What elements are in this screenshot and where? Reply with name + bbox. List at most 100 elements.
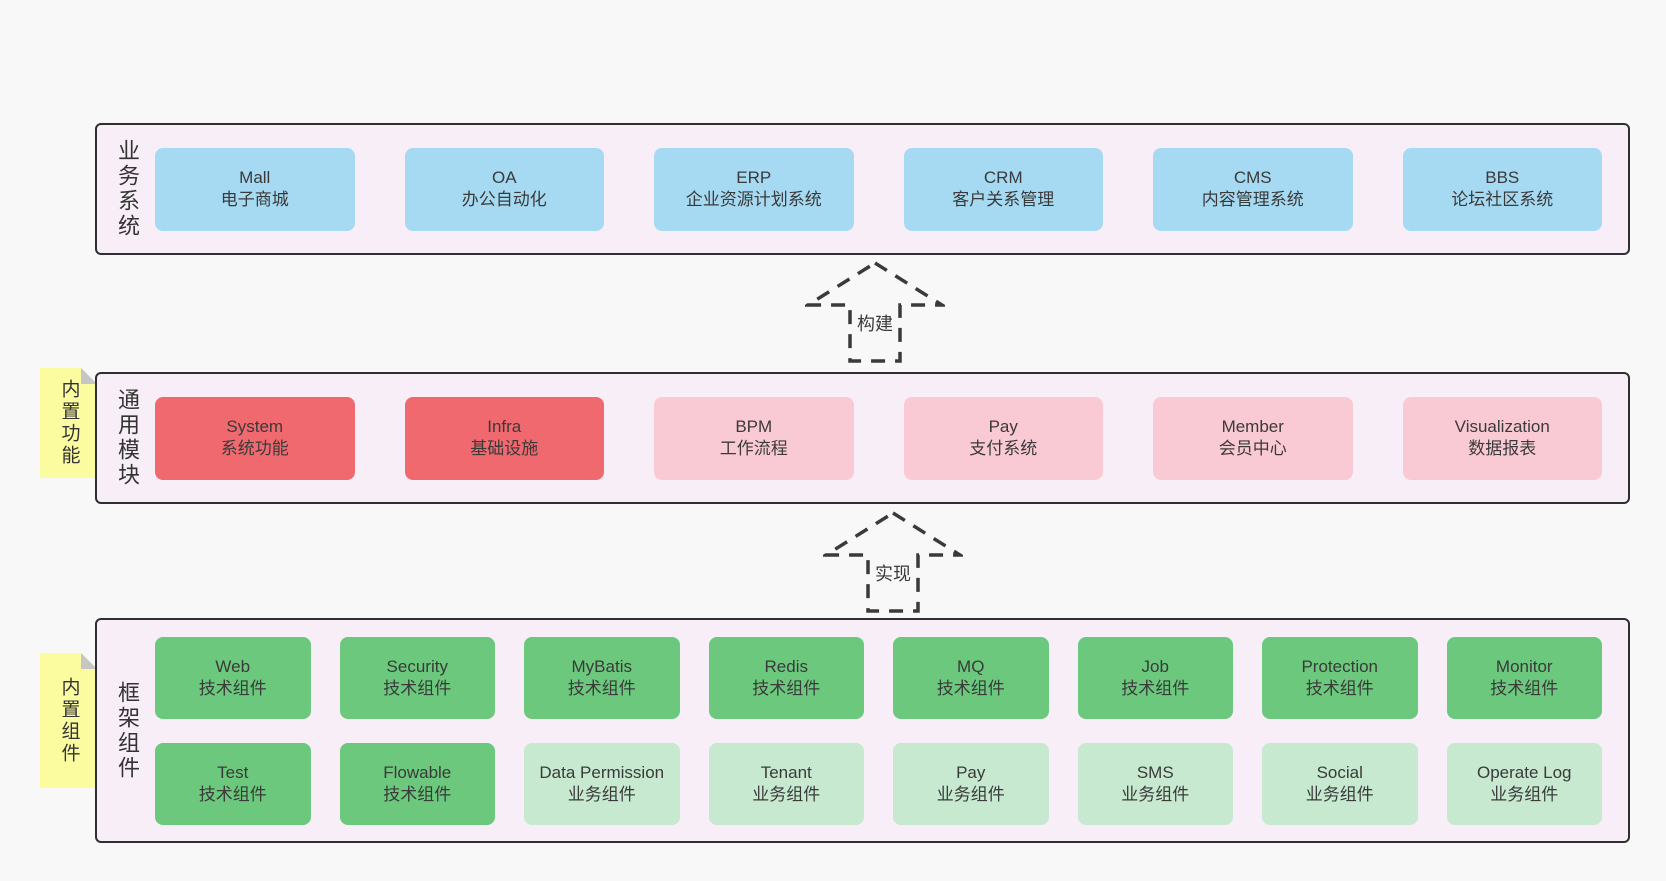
build-arrow: 构建 (805, 260, 945, 364)
band-common-modules: 通用模块 System 系统功能 Infra 基础设施 BPM 工作流程 (95, 372, 1630, 504)
module-box-name: BBS (1485, 168, 1520, 187)
band-label-business-systems: 业务系统 (115, 139, 140, 239)
module-box: Job 技术组件 (1077, 636, 1233, 719)
module-box-name: System (226, 417, 284, 436)
module-box: Flowable 技术组件 (339, 742, 495, 825)
sticky-note-text: 内置组件 (58, 676, 80, 765)
module-box-name: BPM (735, 417, 773, 436)
module-box-name: Social (1316, 762, 1363, 782)
module-box-subtitle: 技术组件 (567, 678, 636, 698)
module-box-name: Monitor (1495, 656, 1553, 676)
module-box-name: Operate Log (1476, 762, 1572, 782)
framework-components-rows: Web 技术组件 Security 技术组件 MyBatis 技术组件 (155, 636, 1602, 825)
module-box-subtitle: 业务组件 (1490, 784, 1559, 804)
module-box-subtitle: 客户关系管理 (952, 190, 1055, 209)
module-box-subtitle: 技术组件 (1305, 678, 1374, 698)
module-box: SMS 业务组件 (1077, 742, 1233, 825)
module-box-name: Protection (1301, 656, 1379, 676)
implement-arrow: 实现 (823, 510, 963, 614)
module-box-subtitle: 技术组件 (752, 678, 821, 698)
module-box: Security 技术组件 (339, 636, 495, 719)
module-box-name: Flowable (383, 762, 452, 782)
module-box-subtitle: 业务组件 (936, 784, 1005, 804)
module-box: MyBatis 技术组件 (524, 636, 680, 719)
module-box-subtitle: 技术组件 (383, 784, 452, 804)
module-box-name: Job (1141, 656, 1169, 676)
module-box-subtitle: 技术组件 (198, 678, 267, 698)
module-box: CRM 客户关系管理 (903, 147, 1103, 231)
band-framework-components: 框架组件 Web 技术组件 Security 技术组件 MyBatis (95, 618, 1630, 843)
module-box-name: Tenant (760, 762, 812, 782)
module-box: CMS 内容管理系统 (1153, 147, 1353, 231)
folded-corner-icon (81, 653, 97, 669)
module-box-name: CRM (983, 168, 1023, 187)
module-box-subtitle: 技术组件 (1121, 678, 1190, 698)
framework-components-row-1: Web 技术组件 Security 技术组件 MyBatis 技术组件 (155, 636, 1602, 719)
module-box: Operate Log 业务组件 (1446, 742, 1602, 825)
module-box: Redis 技术组件 (708, 636, 864, 719)
module-box-name: Test (217, 762, 249, 782)
module-box-subtitle: 数据报表 (1468, 439, 1537, 458)
module-box: Monitor 技术组件 (1446, 636, 1602, 719)
module-box-subtitle: 会员中心 (1218, 439, 1287, 458)
module-box-subtitle: 业务组件 (1305, 784, 1374, 804)
business-systems-box-grid: Mall 电子商城 OA 办公自动化 ERP 企业资源计划系统 CRM 客户关系… (155, 147, 1602, 231)
module-box-subtitle: 内容管理系统 (1201, 190, 1304, 209)
module-box-subtitle: 技术组件 (936, 678, 1005, 698)
module-box-name: Web (215, 656, 251, 676)
module-box: Pay 支付系统 (903, 396, 1103, 480)
module-box: Data Permission 业务组件 (524, 742, 680, 825)
band-business-systems: 业务系统 Mall 电子商城 OA 办公自动化 ERP 企业资源计划系统 (95, 123, 1630, 255)
module-box-subtitle: 论坛社区系统 (1451, 190, 1554, 209)
module-box-name: Security (386, 656, 448, 676)
module-box-subtitle: 技术组件 (198, 784, 267, 804)
module-box: Infra 基础设施 (404, 396, 604, 480)
up-block-arrow-icon (805, 260, 945, 363)
sticky-note-builtin-features: 内置功能 (40, 368, 97, 478)
module-box: Pay 业务组件 (893, 742, 1049, 825)
module-box: BBS 论坛社区系统 (1402, 147, 1602, 231)
framework-components-row-2: Test 技术组件 Flowable 技术组件 Data Permission … (155, 742, 1602, 825)
module-box-name: ERP (736, 168, 772, 187)
module-box-subtitle: 业务组件 (567, 784, 636, 804)
sticky-note-text: 内置功能 (58, 379, 80, 467)
module-box-subtitle: 工作流程 (719, 439, 788, 458)
module-box-name: MyBatis (571, 656, 632, 676)
module-box: Visualization 数据报表 (1402, 396, 1602, 480)
module-box-subtitle: 业务组件 (752, 784, 821, 804)
common-modules-box-grid: System 系统功能 Infra 基础设施 BPM 工作流程 Pay 支付系统 (155, 396, 1602, 480)
module-box-name: CMS (1233, 168, 1272, 187)
module-box-subtitle: 电子商城 (220, 190, 289, 209)
module-box-subtitle: 基础设施 (470, 439, 539, 458)
module-box: OA 办公自动化 (404, 147, 604, 231)
folded-corner-icon (81, 368, 97, 384)
module-box: Mall 电子商城 (155, 147, 355, 231)
module-box-name: Member (1221, 417, 1284, 436)
module-box-subtitle: 技术组件 (383, 678, 452, 698)
module-box: Tenant 业务组件 (708, 742, 864, 825)
module-box: Member 会员中心 (1153, 396, 1353, 480)
module-box-name: Visualization (1454, 417, 1550, 436)
module-box-subtitle: 业务组件 (1121, 784, 1190, 804)
module-box: Protection 技术组件 (1262, 636, 1418, 719)
module-box-name: Pay (956, 762, 986, 782)
module-box: BPM 工作流程 (654, 396, 854, 480)
module-box-name: Data Permission (539, 762, 665, 782)
module-box-name: MQ (957, 656, 985, 676)
module-box-subtitle: 系统功能 (220, 439, 289, 458)
module-box-name: Redis (764, 656, 808, 676)
band-label-common-modules: 通用模块 (115, 388, 140, 488)
up-block-arrow-icon (823, 510, 963, 613)
build-arrow-label: 构建 (854, 310, 896, 336)
module-box: Web 技术组件 (155, 636, 311, 719)
module-box-subtitle: 支付系统 (969, 439, 1038, 458)
module-box-name: Infra (487, 417, 522, 436)
implement-arrow-label: 实现 (872, 560, 914, 586)
module-box: MQ 技术组件 (893, 636, 1049, 719)
module-box: System 系统功能 (155, 396, 355, 480)
module-box-name: Pay (988, 417, 1018, 436)
module-box: Social 业务组件 (1262, 742, 1418, 825)
band-label-framework-components: 框架组件 (115, 680, 140, 781)
module-box-name: OA (491, 168, 517, 187)
